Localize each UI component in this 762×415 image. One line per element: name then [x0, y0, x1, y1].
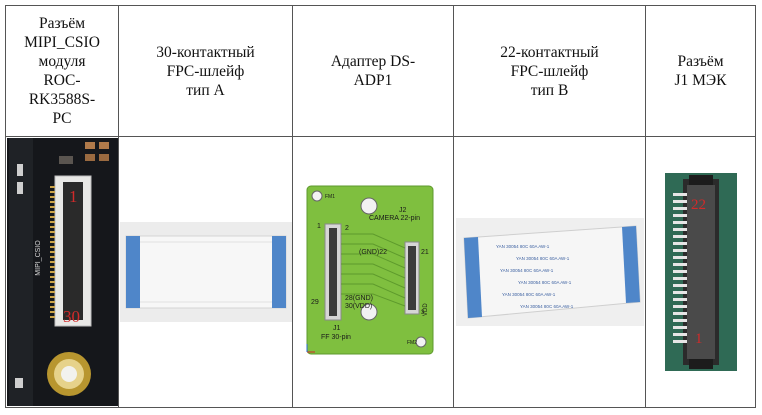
connection-table: Разъём MIPI_CSIO модуля ROC- RK3588S- PC… — [5, 5, 756, 408]
board-connector-photo: MIPI_CSIO 1 30 — [6, 138, 118, 406]
iec-pins — [672, 193, 687, 343]
camera-label: CAMERA 22-pin — [369, 215, 420, 222]
ff30-label: FF 30-pin — [321, 334, 351, 341]
print-line: YAN 30054 80C 60A AW-1 — [502, 292, 556, 297]
header-line: ROC- — [43, 72, 81, 89]
vdd-side-label: VDD — [423, 303, 429, 316]
fm1-label: FM1 — [325, 194, 335, 200]
header-iec-connector: Разъём J1 МЭК — [645, 5, 756, 137]
j1-label: J1 — [333, 325, 341, 332]
header-line: тип A — [186, 81, 225, 99]
iec-connector-cell: 22 1 — [645, 136, 756, 408]
print-line: YAN 30054 80C 60A AW-1 — [520, 304, 574, 309]
header-line: Разъём — [677, 53, 724, 70]
iec-connector-photo: 22 1 — [664, 173, 737, 371]
pin-1-label: 1 — [695, 331, 703, 347]
header-line: ADP1 — [353, 72, 393, 89]
print-line: YAN 30054 80C 60A AW-1 — [500, 268, 554, 273]
pin-21-label: 21 — [421, 249, 429, 256]
adapter-photo: FM1 FM2 J2 CAMERA 22-pin 1 2 — [306, 185, 434, 355]
pin-2-label: 2 — [345, 225, 349, 232]
gnd28-label: 28(GND) — [345, 295, 373, 302]
cable-a-photo — [119, 222, 292, 322]
header-line: PC — [52, 110, 72, 127]
print-line: YAN 30054 80C 60A AW-1 — [496, 244, 550, 249]
header-adapter: Адаптер DS- ADP1 — [292, 5, 454, 137]
header-cable-b: 22-контактный FPC-шлейф тип B — [453, 5, 646, 137]
header-line: 22-контактный — [500, 43, 599, 61]
vdd30-label: 30(VDD) — [345, 303, 372, 310]
header-line: J1 МЭК — [674, 72, 727, 89]
print-line: YAN 30054 80C 60A AW-1 — [518, 280, 572, 285]
header-line: тип B — [530, 81, 569, 99]
gnd22-label: (GND)22 — [359, 249, 387, 256]
silkscreen-label: MIPI_CSIO — [35, 240, 42, 276]
fm2-label: FM2 — [407, 340, 417, 346]
print-line: YAN 30054 80C 60A AW-1 — [516, 256, 570, 261]
header-row: Разъём MIPI_CSIO модуля ROC- RK3588S- PC… — [5, 5, 756, 137]
pin-1-label: 1 — [69, 187, 78, 206]
cable-print: YAN 30054 80C 60A AW-1 YAN 30054 80C 60A… — [496, 244, 574, 309]
pin-22-label: 22 — [691, 197, 706, 213]
header-line: FPC-шлейф — [166, 62, 245, 80]
header-cable-a: 30-контактный FPC-шлейф тип A — [118, 5, 293, 137]
connector-pins — [49, 186, 55, 318]
pin-3-label: 3 — [421, 310, 425, 316]
cable-b-cell: YAN 30054 80C 60A AW-1 YAN 30054 80C 60A… — [453, 136, 646, 408]
cable-a-cell — [118, 136, 293, 408]
pin-1-label: 1 — [317, 223, 321, 230]
header-line: модуля — [38, 53, 86, 70]
pin-29-label: 29 — [311, 299, 319, 306]
header-line: Разъём — [38, 15, 86, 32]
header-line: 30-контактный — [156, 43, 255, 61]
header-line: RK3588S- — [28, 91, 96, 108]
image-row: MIPI_CSIO 1 30 — [5, 136, 756, 408]
header-board-connector: Разъём MIPI_CSIO модуля ROC- RK3588S- PC — [5, 5, 119, 137]
adapter-cell: FM1 FM2 J2 CAMERA 22-pin 1 2 — [292, 136, 454, 408]
j2-label: J2 — [399, 207, 407, 214]
header-line: MIPI_CSIO — [24, 34, 100, 51]
pin-30-label: 30 — [63, 307, 80, 326]
cable-b-photo: YAN 30054 80C 60A AW-1 YAN 30054 80C 60A… — [455, 218, 644, 326]
header-line: FPC-шлейф — [510, 62, 589, 80]
board-connector-cell: MIPI_CSIO 1 30 — [5, 136, 119, 408]
header-line: Адаптер DS- — [330, 53, 416, 70]
